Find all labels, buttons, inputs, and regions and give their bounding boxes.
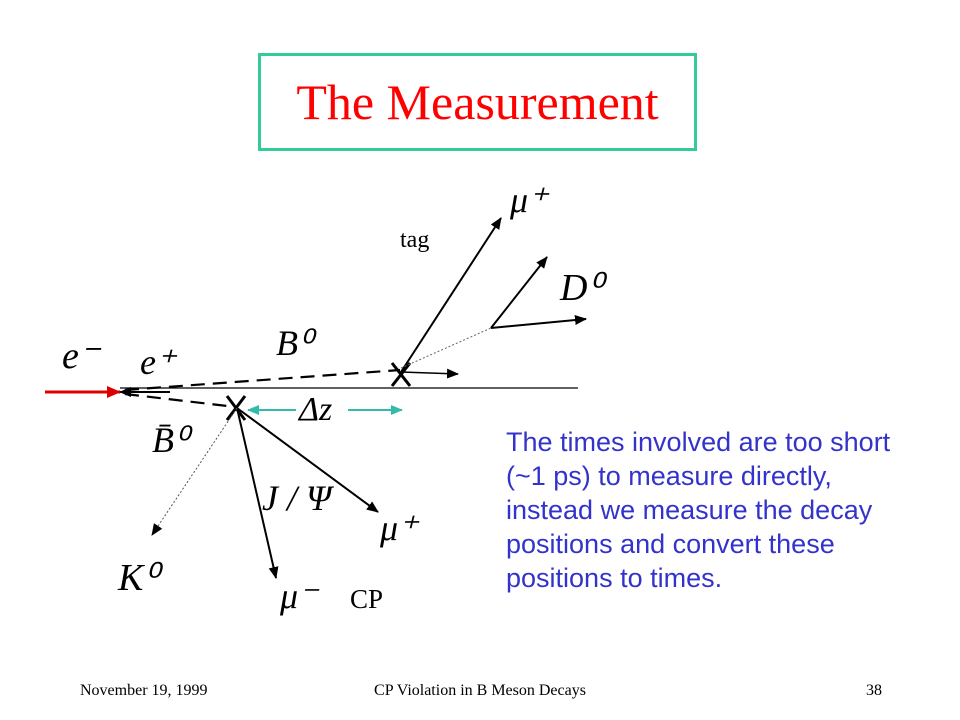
label-j-psi: J / Ψ	[262, 478, 335, 518]
b0-track	[124, 368, 401, 392]
tag-vertex-marker	[390, 362, 412, 387]
label-mu-plus-top: μ⁺	[509, 180, 550, 220]
title-box: The Measurement	[258, 53, 697, 151]
cp-vertex-marker	[225, 395, 247, 421]
footer-page-number: 38	[866, 682, 882, 699]
b0bar-track	[124, 392, 237, 409]
label-tag: tag	[400, 227, 429, 253]
label-d0: D⁰	[559, 267, 607, 309]
label-mu-minus: μ⁻	[279, 576, 320, 616]
label-e-plus: e⁺	[140, 342, 178, 382]
label-mu-plus-bottom: μ⁺	[379, 508, 420, 548]
label-k0: K⁰	[117, 557, 163, 599]
slide-title: The Measurement	[296, 74, 659, 130]
label-b0: B⁰	[276, 323, 317, 363]
k0-track	[151, 407, 238, 536]
mu-minus-track	[236, 407, 279, 579]
mu-plus-bottom-track	[236, 407, 379, 513]
label-b0bar: B̄⁰	[152, 420, 193, 460]
explanation-text: The times involved are too short (~1 ps)…	[506, 427, 891, 593]
tag-forward-track	[400, 368, 459, 379]
mu-plus-top-track	[400, 217, 502, 373]
footer-title: CP Violation in B Meson Decays	[374, 682, 586, 699]
d0-daughter-track-2	[490, 315, 587, 329]
label-cp: CP	[350, 584, 383, 614]
label-delta-z: Δz	[297, 391, 332, 428]
footer-date: November 19, 1999	[80, 682, 208, 699]
label-e-minus: e⁻	[62, 335, 102, 377]
d0-daughter-track-1	[490, 256, 548, 329]
d0-flight-track	[400, 327, 492, 369]
